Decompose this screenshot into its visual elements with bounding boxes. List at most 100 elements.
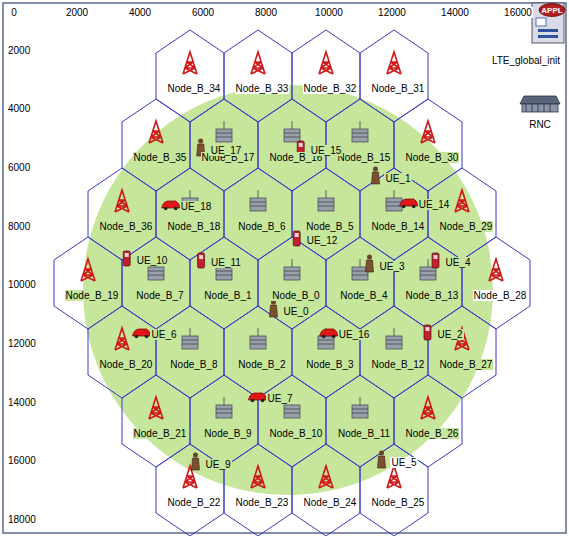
cell-hexagon (156, 30, 224, 122)
application-icon (532, 3, 564, 43)
enodeb-icon (284, 267, 300, 280)
axis-tick-label: 6000 (191, 7, 215, 18)
cell-hexagon (428, 306, 496, 398)
enodeb-icon (284, 121, 300, 137)
cell-hexagon (360, 30, 428, 122)
axis-tick-label: 2000 (7, 45, 31, 56)
coverage-area (83, 85, 493, 495)
person-icon (373, 167, 378, 172)
tower-icon (149, 121, 163, 143)
axis-tick-label: 12000 (7, 338, 37, 349)
person-icon (371, 172, 379, 184)
cell-hexagon (190, 375, 258, 467)
enodeb-icon (216, 405, 232, 418)
cell-hexagon (224, 444, 292, 536)
node-label: Node_B_0 (271, 290, 320, 301)
node-label: Node_B_8 (169, 359, 218, 370)
cell-hexagon (88, 306, 156, 398)
cell-hexagon (360, 306, 428, 398)
enodeb-icon (386, 190, 402, 206)
node-label: Node_B_11 (337, 428, 391, 439)
tower-icon (115, 190, 129, 212)
tower-icon (319, 466, 333, 488)
car-icon (132, 329, 150, 336)
tower-icon (421, 397, 435, 419)
enodeb-icon (352, 121, 368, 137)
enodeb-icon (182, 336, 198, 349)
phone-icon (299, 143, 303, 147)
icon-detail (536, 18, 546, 26)
enodeb-icon (352, 397, 368, 413)
car-icon (162, 201, 180, 208)
node-label: Node_B_26 (405, 428, 460, 439)
rnc-icon (526, 104, 550, 112)
cell-hexagon (360, 168, 428, 260)
phone-icon (198, 253, 205, 268)
icon-detail (538, 29, 558, 32)
node-label: Node_B_32 (303, 83, 358, 94)
node-label: Node_B_29 (439, 221, 494, 232)
node-label: Node_B_22 (167, 497, 222, 508)
node-label: Node_B_3 (305, 359, 354, 370)
phone-icon (295, 233, 299, 237)
tower-icon (81, 259, 95, 281)
node-label: Node_B_36 (99, 221, 154, 232)
enodeb-icon (216, 267, 232, 280)
node-label: Node_B_33 (235, 83, 290, 94)
cell-hexagon (156, 168, 224, 260)
enodeb-icon (216, 129, 232, 142)
person-icon (367, 255, 372, 260)
object-label: APPL (540, 5, 563, 16)
person-icon (379, 451, 384, 456)
enodeb-icon (216, 121, 232, 137)
phone-icon (424, 325, 431, 340)
cell-hexagon (122, 237, 190, 329)
enodeb-icon (182, 328, 198, 344)
tower-icon (455, 190, 469, 212)
cell-hexagon (88, 168, 156, 260)
axis-tick-label: 8000 (7, 221, 31, 232)
ue-label: UE_11 (210, 257, 242, 268)
cell-hexagon (292, 444, 360, 536)
enodeb-icon (352, 129, 368, 142)
axis-tick-label: 18000 (7, 514, 37, 525)
axis-tick-label: 16000 (7, 455, 37, 466)
enodeb-icon (148, 267, 164, 280)
enodeb-icon (386, 336, 402, 349)
car-icon (322, 335, 326, 339)
tower-icon (387, 466, 401, 488)
node-label: Node_B_2 (237, 359, 286, 370)
cell-hexagon (190, 237, 258, 329)
node-label: Node_B_18 (167, 221, 222, 232)
car-icon (248, 393, 266, 400)
axis-tick-label: 4000 (7, 103, 31, 114)
axis-tick-label: 10000 (7, 279, 37, 290)
node-label: Node_B_35 (133, 152, 188, 163)
car-icon (174, 207, 178, 211)
enodeb-icon (352, 259, 368, 275)
enodeb-icon (318, 198, 334, 211)
node-label: Node_B_27 (439, 359, 494, 370)
ue-label: UE_2 (436, 329, 463, 340)
phone-icon (432, 253, 439, 268)
enodeb-icon (284, 405, 300, 418)
ue-label: UE_18 (180, 201, 213, 212)
cell-hexagon (224, 306, 292, 398)
cell-hexagon (292, 168, 360, 260)
person-icon (193, 453, 198, 458)
node-label: Node_B_13 (405, 290, 460, 301)
axis-tick-label: 14000 (7, 397, 37, 408)
cell-hexagon (394, 237, 462, 329)
cell-hexagon (54, 237, 122, 329)
node-label: Node_B_9 (203, 428, 252, 439)
tower-icon (251, 466, 265, 488)
cell-hexagon (292, 306, 360, 398)
appl-badge (539, 4, 565, 17)
ue-label: UE_5 (390, 457, 417, 468)
ue-label: UE_6 (150, 329, 177, 340)
ue-label: UE_16 (338, 329, 371, 340)
cell-hexagon (156, 306, 224, 398)
axis-tick-label: 8000 (254, 7, 278, 18)
person-icon (269, 305, 277, 317)
